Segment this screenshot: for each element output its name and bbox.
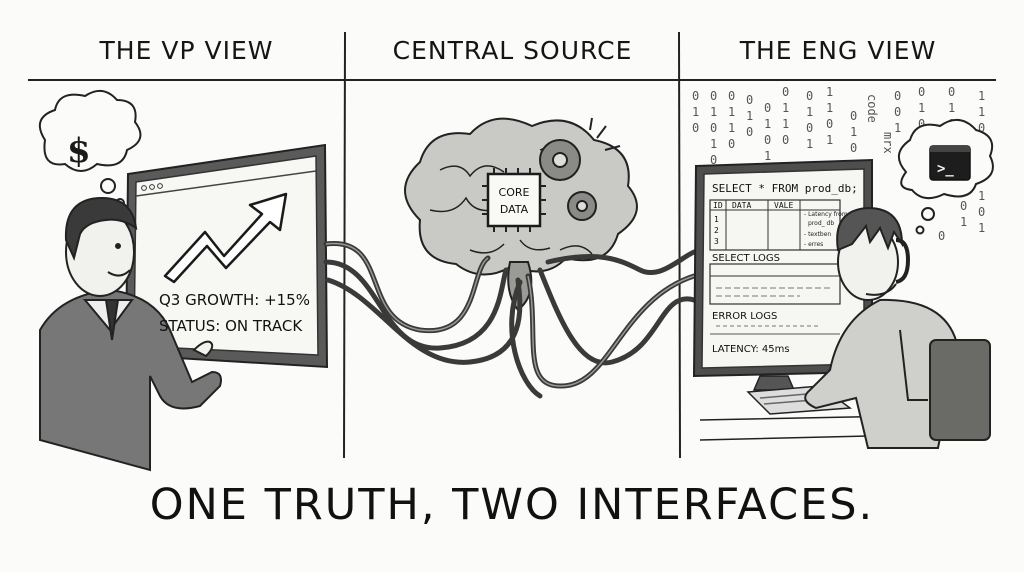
svg-text:0: 0 <box>692 121 699 135</box>
svg-text:1: 1 <box>978 189 985 203</box>
svg-text:1: 1 <box>782 101 789 115</box>
matrix-word-code: code <box>865 94 879 123</box>
svg-text:1: 1 <box>826 101 833 115</box>
svg-text:0: 0 <box>850 109 857 123</box>
svg-text:0: 0 <box>782 133 789 147</box>
dollar-sign-icon: $ <box>67 131 91 171</box>
terminal-prompt-text: >_ <box>937 161 954 177</box>
svg-text:0: 0 <box>710 121 717 135</box>
table-row-id-2: 2 <box>714 226 719 235</box>
svg-text:0: 0 <box>806 121 813 135</box>
svg-text:0: 0 <box>710 153 717 167</box>
table-header-vale: VALE <box>774 201 793 210</box>
note-line-4: - erres <box>804 241 823 248</box>
table-header-id: ID <box>713 201 723 210</box>
latency-readout: LATENCY: 45ms <box>712 344 790 355</box>
svg-text:0: 0 <box>764 101 771 115</box>
sql-query: SELECT * FROM prod_db; <box>712 182 858 195</box>
svg-text:1: 1 <box>728 121 735 135</box>
svg-text:0: 0 <box>894 105 901 119</box>
note-line-3: - textben <box>804 231 831 238</box>
matrix-word-mrx: mrx <box>881 132 895 154</box>
svg-text:0: 0 <box>948 85 955 99</box>
error-logs-heading: ERROR LOGS <box>712 311 777 322</box>
svg-text:1: 1 <box>782 117 789 131</box>
caption: ONE TRUTH, TWO INTERFACES. <box>149 480 875 530</box>
svg-text:0: 0 <box>938 229 945 243</box>
svg-text:1: 1 <box>806 105 813 119</box>
vp-dashboard-line-1: Q3 GROWTH: +15% <box>159 291 310 309</box>
svg-text:1: 1 <box>948 101 955 115</box>
svg-text:0: 0 <box>746 93 753 107</box>
note-line-2: prod_ db <box>808 220 834 227</box>
svg-text:1: 1 <box>710 105 717 119</box>
svg-text:1: 1 <box>978 105 985 119</box>
gear-icon <box>539 139 597 221</box>
vp-dashboard-line-2: STATUS: ON TRACK <box>159 317 303 335</box>
table-row-id-3: 3 <box>714 237 719 246</box>
svg-text:1: 1 <box>918 101 925 115</box>
svg-text:1: 1 <box>764 117 771 131</box>
svg-text:1: 1 <box>826 85 833 99</box>
svg-text:0: 0 <box>978 205 985 219</box>
center-panel-title: CENTRAL SOURCE <box>392 36 633 65</box>
svg-text:1: 1 <box>692 105 699 119</box>
svg-text:1: 1 <box>978 89 985 103</box>
svg-text:1: 1 <box>746 109 753 123</box>
svg-text:1: 1 <box>894 121 901 135</box>
svg-text:0: 0 <box>746 125 753 139</box>
svg-text:0: 0 <box>728 89 735 103</box>
spark-lines <box>589 117 621 151</box>
eng-monitor <box>692 158 873 391</box>
chip-label-line-1: CORE <box>499 186 530 199</box>
svg-text:0: 0 <box>710 89 717 103</box>
table-header-data: DATA <box>732 201 751 210</box>
svg-text:1: 1 <box>826 133 833 147</box>
svg-text:1: 1 <box>850 125 857 139</box>
svg-text:1: 1 <box>764 149 771 163</box>
svg-text:0: 0 <box>728 137 735 151</box>
vp-person <box>39 196 222 472</box>
svg-text:0: 0 <box>960 199 967 213</box>
svg-text:0: 0 <box>918 85 925 99</box>
svg-text:1: 1 <box>728 105 735 119</box>
note-line-1: - Latency from <box>804 211 848 218</box>
data-cables-inner <box>325 242 695 387</box>
svg-text:0: 0 <box>978 121 985 135</box>
svg-text:0: 0 <box>850 141 857 155</box>
eng-person <box>804 206 991 449</box>
select-logs-heading: SELECT LOGS <box>712 253 780 264</box>
eng-panel-title: THE ENG VIEW <box>739 36 937 65</box>
svg-text:1: 1 <box>960 215 967 229</box>
svg-text:1: 1 <box>710 137 717 151</box>
table-row-id-1: 1 <box>714 215 719 224</box>
svg-text:1: 1 <box>978 221 985 235</box>
svg-text:0: 0 <box>826 117 833 131</box>
svg-text:0: 0 <box>806 89 813 103</box>
svg-text:0: 0 <box>918 117 925 131</box>
growth-arrow-icon <box>163 192 288 284</box>
svg-text:0: 0 <box>764 133 771 147</box>
vp-panel-title: THE VP VIEW <box>99 36 274 65</box>
chip-label-line-2: DATA <box>500 203 529 216</box>
svg-text:0: 0 <box>782 85 789 99</box>
svg-text:0: 0 <box>894 89 901 103</box>
svg-text:1: 1 <box>806 137 813 151</box>
terminal-prompt-icon <box>929 145 971 181</box>
svg-text:0: 0 <box>692 89 699 103</box>
core-data-chip <box>482 168 546 232</box>
